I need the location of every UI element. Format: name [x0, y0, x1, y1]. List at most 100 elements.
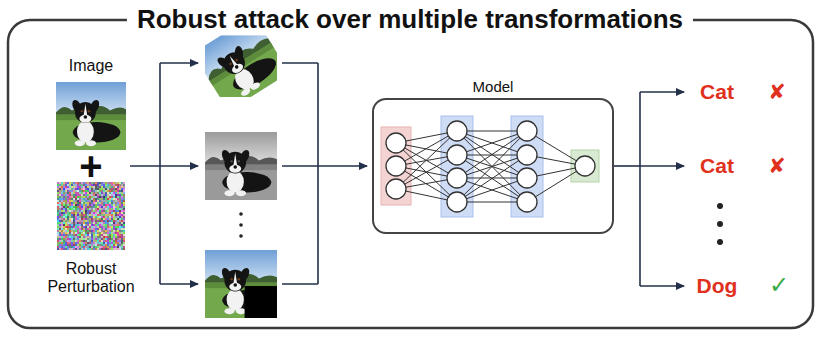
- noise-perturbation: [121, 230, 123, 232]
- neural-network: [386, 133, 406, 153]
- noise-perturbation: [59, 190, 61, 192]
- noise-perturbation: [73, 206, 75, 208]
- noise-perturbation: [69, 244, 71, 246]
- noise-perturbation: [57, 202, 59, 204]
- noise-perturbation: [69, 212, 71, 214]
- noise-perturbation: [73, 188, 75, 190]
- perturbation-label: Robust Perturbation: [39, 260, 143, 297]
- noise-perturbation: [83, 210, 85, 212]
- noise-perturbation: [69, 184, 71, 186]
- noise-perturbation: [73, 244, 75, 246]
- noise-perturbation: [101, 248, 103, 250]
- noise-perturbation: [89, 192, 91, 194]
- noise-perturbation: [69, 214, 71, 216]
- noise-perturbation: [77, 194, 79, 196]
- diagram-title: Robust attack over multiple transformati…: [127, 4, 693, 35]
- noise-perturbation: [81, 216, 83, 218]
- noise-perturbation: [93, 248, 95, 250]
- noise-perturbation: [85, 198, 87, 200]
- noise-perturbation: [119, 224, 121, 226]
- noise-perturbation: [71, 244, 73, 246]
- noise-perturbation: [57, 208, 59, 210]
- noise-perturbation: [67, 236, 69, 238]
- noise-perturbation: [57, 244, 59, 246]
- noise-perturbation: [95, 188, 97, 190]
- noise-perturbation: [119, 236, 121, 238]
- noise-perturbation: [61, 224, 63, 226]
- noise-perturbation: [117, 210, 119, 212]
- noise-perturbation: [75, 226, 77, 228]
- noise-perturbation: [89, 206, 91, 208]
- noise-perturbation: [79, 208, 81, 210]
- noise-perturbation: [119, 234, 121, 236]
- noise-perturbation: [71, 202, 73, 204]
- noise-perturbation: [57, 228, 59, 230]
- noise-perturbation: [107, 204, 109, 206]
- noise-perturbation: [99, 200, 101, 202]
- noise-perturbation: [61, 190, 63, 192]
- noise-perturbation: [99, 198, 101, 200]
- noise-perturbation: [83, 196, 85, 198]
- noise-perturbation: [67, 210, 69, 212]
- rotated-dog-image: [234, 64, 239, 69]
- noise-perturbation: [115, 200, 117, 202]
- noise-perturbation: [57, 194, 59, 196]
- noise-perturbation: [109, 208, 111, 210]
- noise-perturbation: [105, 206, 107, 208]
- noise-perturbation: [119, 212, 121, 214]
- noise-perturbation: [115, 198, 117, 200]
- noise-perturbation: [97, 240, 99, 242]
- noise-perturbation: [65, 236, 67, 238]
- noise-perturbation: [123, 218, 125, 220]
- noise-perturbation: [73, 212, 75, 214]
- noise-perturbation: [79, 198, 81, 200]
- noise-perturbation: [111, 232, 113, 234]
- noise-perturbation: [123, 196, 125, 198]
- noise-perturbation: [91, 188, 93, 190]
- noise-perturbation: [119, 238, 121, 240]
- noise-perturbation: [93, 190, 95, 192]
- noise-perturbation: [93, 238, 95, 240]
- noise-perturbation: [121, 236, 123, 238]
- noise-perturbation: [71, 224, 73, 226]
- noise-perturbation: [89, 242, 91, 244]
- noise-perturbation: [105, 196, 107, 198]
- noise-perturbation: [59, 220, 61, 222]
- noise-perturbation: [101, 204, 103, 206]
- noise-perturbation: [81, 234, 83, 236]
- noise-perturbation: [59, 238, 61, 240]
- image-label: Image: [69, 57, 113, 75]
- noise-perturbation: [83, 248, 85, 250]
- noise-perturbation: [121, 192, 123, 194]
- noise-perturbation: [109, 186, 111, 188]
- occluded-dog-image: [245, 286, 277, 318]
- noise-perturbation: [59, 214, 61, 216]
- noise-perturbation: [69, 200, 71, 202]
- noise-perturbation: [67, 214, 69, 216]
- noise-perturbation: [87, 198, 89, 200]
- noise-perturbation: [123, 234, 125, 236]
- noise-perturbation: [111, 208, 113, 210]
- noise-perturbation: [81, 230, 83, 232]
- noise-perturbation: [63, 202, 65, 204]
- noise-perturbation: [109, 196, 111, 198]
- noise-perturbation: [75, 214, 77, 216]
- noise-perturbation: [119, 214, 121, 216]
- noise-perturbation: [117, 242, 119, 244]
- noise-perturbation: [117, 204, 119, 206]
- noise-perturbation: [57, 218, 59, 220]
- noise-perturbation: [115, 194, 117, 196]
- noise-perturbation: [117, 248, 119, 250]
- noise-perturbation: [111, 202, 113, 204]
- noise-perturbation: [95, 192, 97, 194]
- noise-perturbation: [63, 244, 65, 246]
- grayscale-dog-image: [224, 152, 246, 174]
- noise-perturbation: [103, 228, 105, 230]
- occluded-dog-image: [233, 283, 237, 287]
- noise-perturbation: [93, 236, 95, 238]
- noise-perturbation: [123, 246, 125, 248]
- noise-perturbation: [107, 220, 109, 222]
- noise-perturbation: [63, 226, 65, 228]
- noise-perturbation: [57, 188, 59, 190]
- noise-perturbation: [85, 192, 87, 194]
